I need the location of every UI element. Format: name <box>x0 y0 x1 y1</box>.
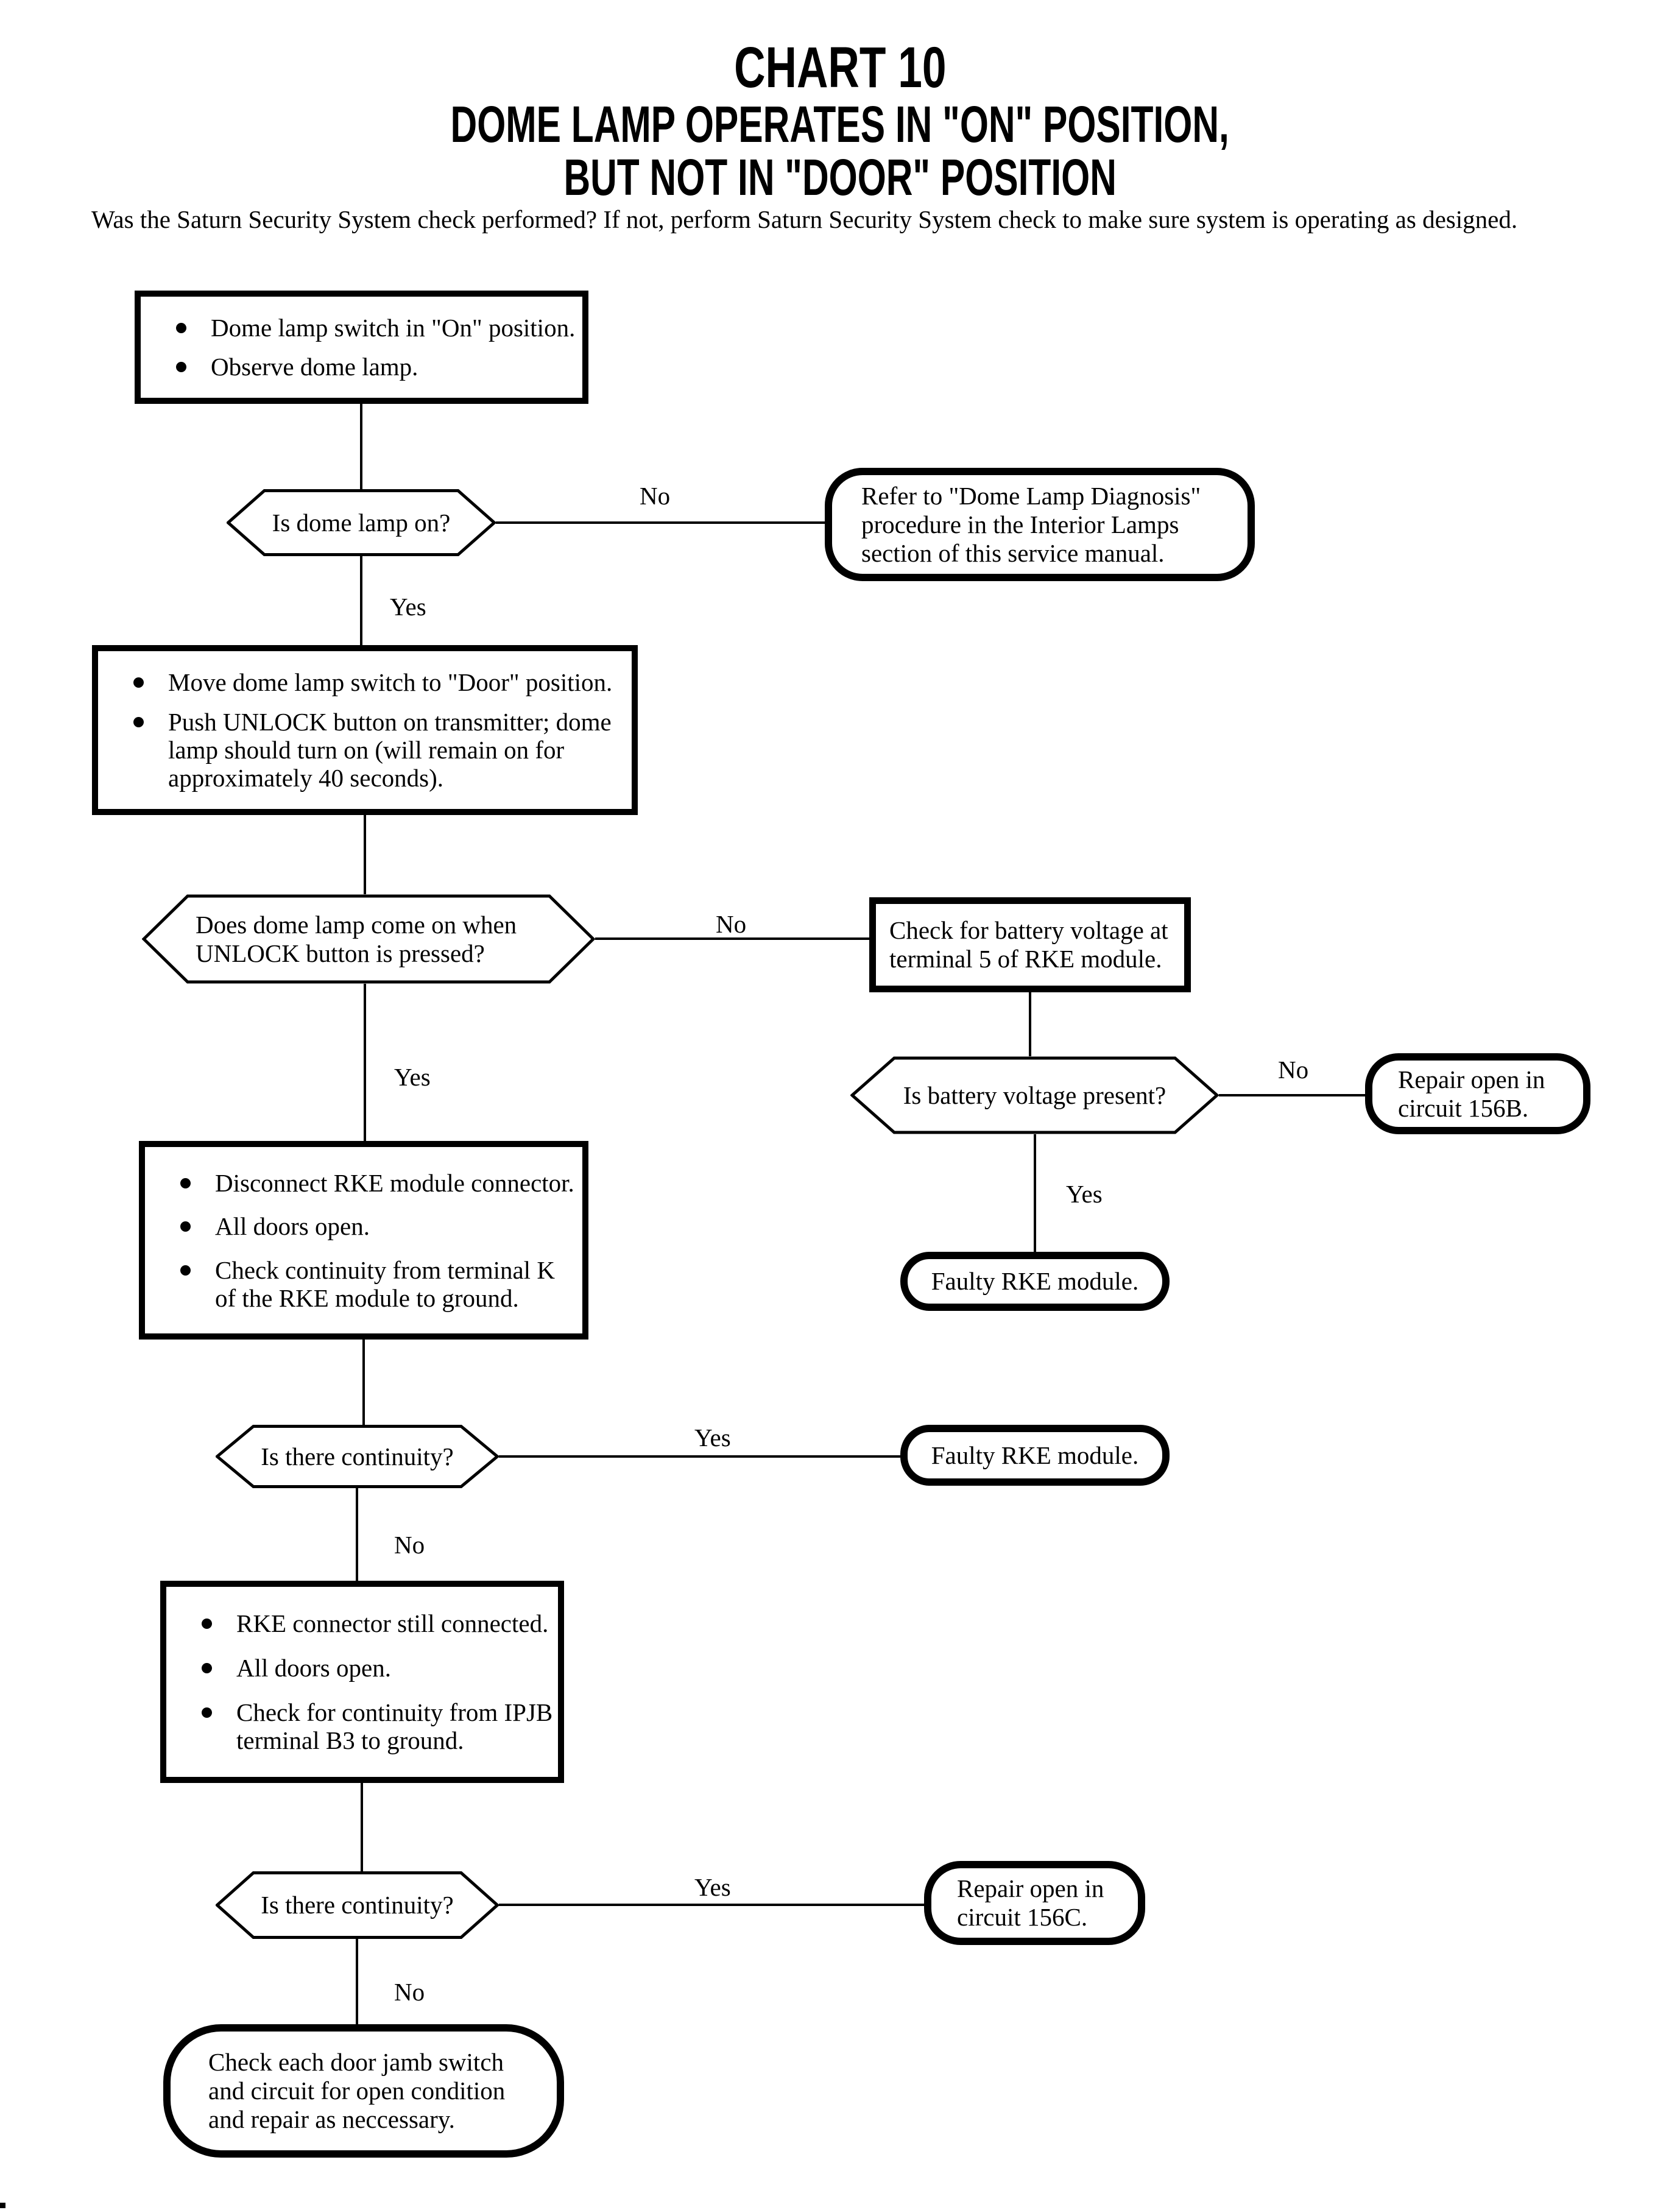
branch-yes-5: Yes <box>694 1873 731 1901</box>
bullet-item: RKE connector still connected. <box>202 1609 549 1637</box>
bullet-item: Check for continuity from IPJB terminal … <box>202 1698 553 1754</box>
branch-yes-4: Yes <box>694 1424 731 1452</box>
bullet-text: Check continuity from terminal K of the … <box>215 1255 555 1312</box>
decision-label: Is dome lamp on? <box>272 508 451 537</box>
decision-label: Does dome lamp come on when UNLOCK butto… <box>196 910 517 967</box>
bullet-text: RKE connector still connected. <box>236 1609 549 1637</box>
bullet-text: Move dome lamp switch to "Door" position… <box>168 668 613 697</box>
decision-label: Is there continuity? <box>261 1891 454 1919</box>
bullet-icon <box>176 323 186 333</box>
branch-no-1: No <box>640 482 671 510</box>
terminal-check-door-jamb: Check each door jamb switch and circuit … <box>163 2024 564 2158</box>
scan-artifact <box>0 2203 5 2208</box>
branch-no-3: No <box>1278 1056 1309 1084</box>
decision-label: Is battery voltage present? <box>903 1081 1166 1109</box>
decision-label: Is there continuity? <box>261 1442 454 1470</box>
bullet-icon <box>202 1707 212 1718</box>
bullet-text: All doors open. <box>215 1212 370 1240</box>
process-step1: Dome lamp switch in "On" position. Obser… <box>135 291 588 404</box>
branch-no-2: No <box>716 910 747 938</box>
bullet-text: Disconnect RKE module connector. <box>215 1168 574 1197</box>
hexagon-shape <box>216 1425 499 1488</box>
bullet-icon <box>180 1265 191 1276</box>
bullet-item: Dome lamp switch in "On" position. <box>176 314 576 342</box>
bullet-item: Observe dome lamp. <box>176 353 574 381</box>
terminal-refer-dome-diagnosis: Refer to "Dome Lamp Diagnosis" procedure… <box>825 468 1255 581</box>
decision-continuity-1: Is there continuity? <box>216 1425 499 1488</box>
chart-title-line1: CHART 10 <box>733 35 947 100</box>
bullet-item: Push UNLOCK button on transmitter; dome … <box>133 708 623 792</box>
bullet-item: All doors open. <box>180 1212 574 1240</box>
hexagon-shape <box>142 894 595 984</box>
bullet-icon <box>180 1177 191 1188</box>
bullet-icon <box>202 1663 212 1673</box>
terminal-faulty-rke-2: Faulty RKE module. <box>900 1425 1170 1486</box>
decision-battery-present: Is battery voltage present? <box>850 1056 1219 1134</box>
terminal-repair-156c: Repair open in circuit 156C. <box>924 1861 1145 1945</box>
bullet-icon <box>133 677 144 688</box>
bullet-item: Disconnect RKE module connector. <box>180 1169 574 1197</box>
chart-title-line3: BUT NOT IN "DOOR" POSITION <box>563 149 1117 207</box>
branch-yes-3: Yes <box>1066 1180 1103 1208</box>
bullet-text: All doors open. <box>236 1654 391 1682</box>
hexagon-shape <box>227 489 496 556</box>
hexagon-shape <box>216 1871 499 1939</box>
process-step2: Move dome lamp switch to "Door" position… <box>92 645 638 815</box>
branch-yes-2: Yes <box>394 1063 431 1091</box>
terminal-faulty-rke-1: Faulty RKE module. <box>900 1252 1170 1311</box>
bullet-text: Check for continuity from IPJB terminal … <box>236 1698 553 1754</box>
bullet-text: Dome lamp switch in "On" position. <box>211 314 576 342</box>
decision-unlock-lamp: Does dome lamp come on when UNLOCK butto… <box>142 894 595 984</box>
branch-no-5: No <box>394 1978 425 2006</box>
process-step4: RKE connector still connected. All doors… <box>160 1581 564 1783</box>
decision-dome-lamp-on: Is dome lamp on? <box>227 489 496 556</box>
bullet-item: Check continuity from terminal K of the … <box>180 1256 574 1312</box>
bullet-text: Observe dome lamp. <box>211 353 418 381</box>
terminal-repair-156b: Repair open in circuit 156B. <box>1365 1053 1590 1134</box>
bullet-text: Push UNLOCK button on transmitter; dome … <box>168 707 612 792</box>
chart-title-line2: DOME LAMP OPERATES IN "ON" POSITION, <box>450 95 1230 153</box>
decision-continuity-2: Is there continuity? <box>216 1871 499 1939</box>
hexagon-shape <box>850 1056 1219 1134</box>
branch-no-4: No <box>394 1531 425 1559</box>
branch-yes-1: Yes <box>390 593 426 621</box>
bullet-item: All doors open. <box>202 1654 549 1682</box>
process-check-battery: Check for battery voltage at terminal 5 … <box>869 897 1191 992</box>
bullet-icon <box>180 1221 191 1232</box>
bullet-item: Move dome lamp switch to "Door" position… <box>133 668 623 696</box>
chart-title: CHART 10 DOME LAMP OPERATES IN "ON" POSI… <box>0 38 1680 205</box>
process-step3: Disconnect RKE module connector. All doo… <box>139 1141 588 1340</box>
intro-text: Was the Saturn Security System check per… <box>91 205 1518 233</box>
bullet-icon <box>176 362 186 372</box>
bullet-icon <box>133 716 144 727</box>
bullet-icon <box>202 1619 212 1629</box>
